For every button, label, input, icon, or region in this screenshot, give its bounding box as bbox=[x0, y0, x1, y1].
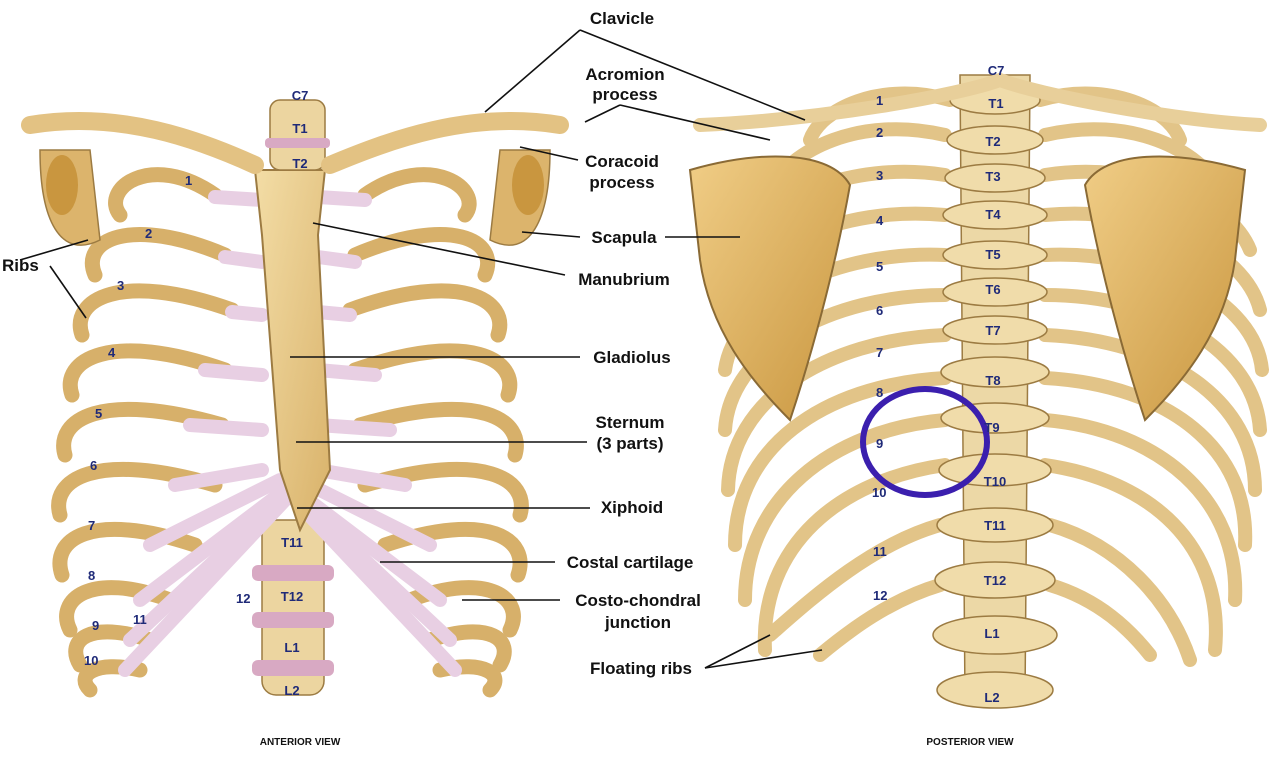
lumbar-column bbox=[261, 519, 325, 696]
vertebra-label-l2: L2 bbox=[984, 690, 999, 705]
vertebra-label-l2: L2 bbox=[284, 683, 299, 698]
rib-number-1: 1 bbox=[185, 173, 192, 188]
vertebra-label-c7: C7 bbox=[292, 88, 309, 103]
label-clavicle: Clavicle bbox=[590, 9, 654, 28]
intervertebral-disc bbox=[252, 612, 334, 628]
vertebra-label-t12: T12 bbox=[984, 573, 1006, 588]
label-floating-ribs: Floating ribs bbox=[590, 659, 692, 678]
rib-number-9: 9 bbox=[92, 618, 99, 633]
rib-number-12: 12 bbox=[236, 591, 250, 606]
intervertebral-disc bbox=[252, 660, 334, 676]
anterior-view-caption: ANTERIOR VIEW bbox=[260, 737, 341, 748]
vertebra-label-t2: T2 bbox=[985, 134, 1000, 149]
clavicle-right bbox=[321, 111, 569, 174]
label-costo-chondral-line2: junction bbox=[604, 613, 671, 632]
clavicle-left bbox=[21, 111, 264, 174]
rib-number-5: 5 bbox=[876, 259, 883, 274]
vertebra-label-t11: T11 bbox=[281, 535, 303, 550]
intervertebral-disc bbox=[252, 565, 334, 581]
scapula-right-posterior bbox=[1083, 155, 1247, 422]
rib-number-2: 2 bbox=[145, 226, 152, 241]
rib-number-4: 4 bbox=[876, 213, 884, 228]
anterior-view: C7 T1 T2 T11 T12 L1 L2 1 2 3 4 5 6 7 8 9… bbox=[21, 88, 569, 748]
posterior-view-caption: POSTERIOR VIEW bbox=[926, 737, 1014, 748]
scapula-left-posterior bbox=[688, 155, 852, 422]
rib-number-7: 7 bbox=[876, 345, 883, 360]
rib-number-3: 3 bbox=[117, 278, 124, 293]
label-coracoid-line2: process bbox=[589, 173, 654, 192]
label-coracoid-line1: Coracoid bbox=[585, 152, 659, 171]
label-xiphoid: Xiphoid bbox=[601, 498, 663, 517]
rib-number-8: 8 bbox=[88, 568, 95, 583]
rib-number-4: 4 bbox=[108, 345, 116, 360]
highlight-circle bbox=[860, 386, 990, 498]
posterior-view: C7 T1 T2 T3 T4 T5 T6 T7 T8 T9 T10 T11 T1… bbox=[688, 63, 1269, 748]
label-sternum-line2: (3 parts) bbox=[596, 434, 663, 453]
label-sternum-line1: Sternum bbox=[596, 413, 665, 432]
label-acromion-line1: Acromion bbox=[585, 65, 664, 84]
label-scapula: Scapula bbox=[591, 228, 657, 247]
vertebra-label-t8: T8 bbox=[985, 373, 1000, 388]
label-acromion-line2: process bbox=[592, 85, 657, 104]
vertebra-label-t2: T2 bbox=[292, 156, 307, 171]
glenoid-left bbox=[46, 155, 78, 215]
rib-number-6: 6 bbox=[876, 303, 883, 318]
vertebra-label-l1: L1 bbox=[284, 640, 299, 655]
glenoid-right bbox=[512, 155, 544, 215]
spinous-processes bbox=[932, 85, 1058, 709]
rib-number-10: 10 bbox=[84, 653, 98, 668]
posterior-clavicle bbox=[693, 72, 1267, 132]
vertebra-label-t12: T12 bbox=[281, 589, 303, 604]
rib-number-6: 6 bbox=[90, 458, 97, 473]
vertebra-label-l1: L1 bbox=[984, 626, 999, 641]
vertebra-label-t4: T4 bbox=[985, 207, 1001, 222]
rib-number-1: 1 bbox=[876, 93, 883, 108]
vertebra-label-t7: T7 bbox=[985, 323, 1000, 338]
vertebra-label-t3: T3 bbox=[985, 169, 1000, 184]
vertebra-label-t1: T1 bbox=[988, 96, 1003, 111]
rib-number-5: 5 bbox=[95, 406, 102, 421]
label-ribs: Ribs bbox=[2, 256, 39, 275]
vertebra-label-c7: C7 bbox=[988, 63, 1005, 78]
vertebra-label-t11: T11 bbox=[984, 518, 1006, 533]
rib-number-8: 8 bbox=[876, 385, 883, 400]
rib-number-12: 12 bbox=[873, 588, 887, 603]
rib-number-11: 11 bbox=[133, 612, 147, 627]
label-costal-cartilage: Costal cartilage bbox=[567, 553, 694, 572]
rib-number-3: 3 bbox=[876, 168, 883, 183]
vertebra-label-t10: T10 bbox=[984, 474, 1006, 489]
upper-vertebrae bbox=[269, 99, 326, 171]
rib-number-7: 7 bbox=[88, 518, 95, 533]
vertebra-label-t9: T9 bbox=[984, 420, 999, 435]
label-costo-chondral-line1: Costo-chondral bbox=[575, 591, 701, 610]
rib-number-10: 10 bbox=[872, 485, 886, 500]
intervertebral-disc bbox=[265, 138, 330, 148]
rib-number-11: 11 bbox=[873, 544, 887, 559]
leader-lines bbox=[19, 29, 823, 669]
rib-number-9: 9 bbox=[876, 436, 883, 451]
label-gladiolus: Gladiolus bbox=[593, 348, 670, 367]
sternum bbox=[253, 169, 332, 533]
vertebra-label-t1: T1 bbox=[292, 121, 307, 136]
vertebra-label-t5: T5 bbox=[985, 247, 1000, 262]
vertebra-label-t6: T6 bbox=[985, 282, 1000, 297]
label-manubrium: Manubrium bbox=[578, 270, 670, 289]
rib-number-2: 2 bbox=[876, 125, 883, 140]
anterior-cartilage-left bbox=[118, 190, 292, 677]
